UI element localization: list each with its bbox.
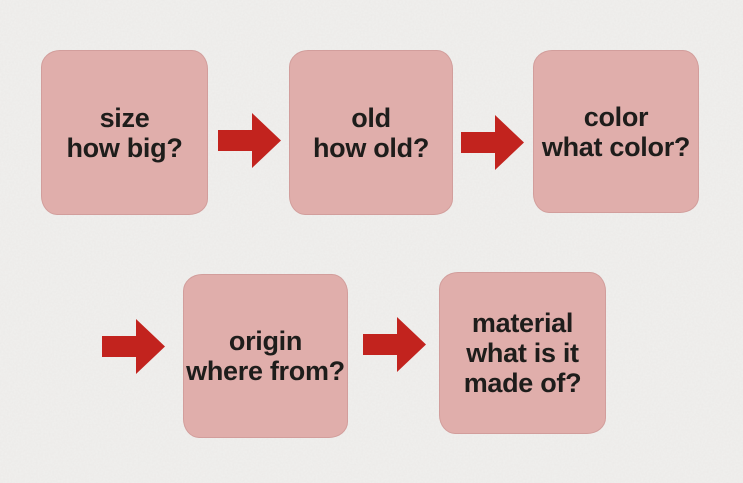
box-question: what is it: [466, 338, 579, 368]
box-question: what color?: [541, 131, 691, 162]
flow-box-old: old how old?: [289, 50, 453, 215]
flow-box-size: size how big?: [41, 50, 208, 215]
right-arrow-icon: [363, 317, 426, 372]
right-arrow-icon: [461, 115, 524, 170]
box-label: origin: [228, 326, 303, 356]
box-question: where from?: [186, 356, 345, 386]
box-label: old: [351, 102, 391, 133]
flow-box-material: material what is it made of?: [439, 272, 606, 434]
box-label: size: [99, 102, 150, 133]
box-question: how big?: [66, 132, 183, 163]
flow-box-origin: origin where from?: [183, 274, 348, 438]
box-question: made of?: [463, 368, 582, 398]
right-arrow-icon: [218, 113, 281, 168]
flow-box-color: color what color?: [533, 50, 699, 213]
box-question: how old?: [312, 132, 430, 163]
right-arrow-icon: [102, 319, 165, 374]
box-label: material: [471, 308, 574, 338]
box-label: color: [583, 101, 649, 132]
